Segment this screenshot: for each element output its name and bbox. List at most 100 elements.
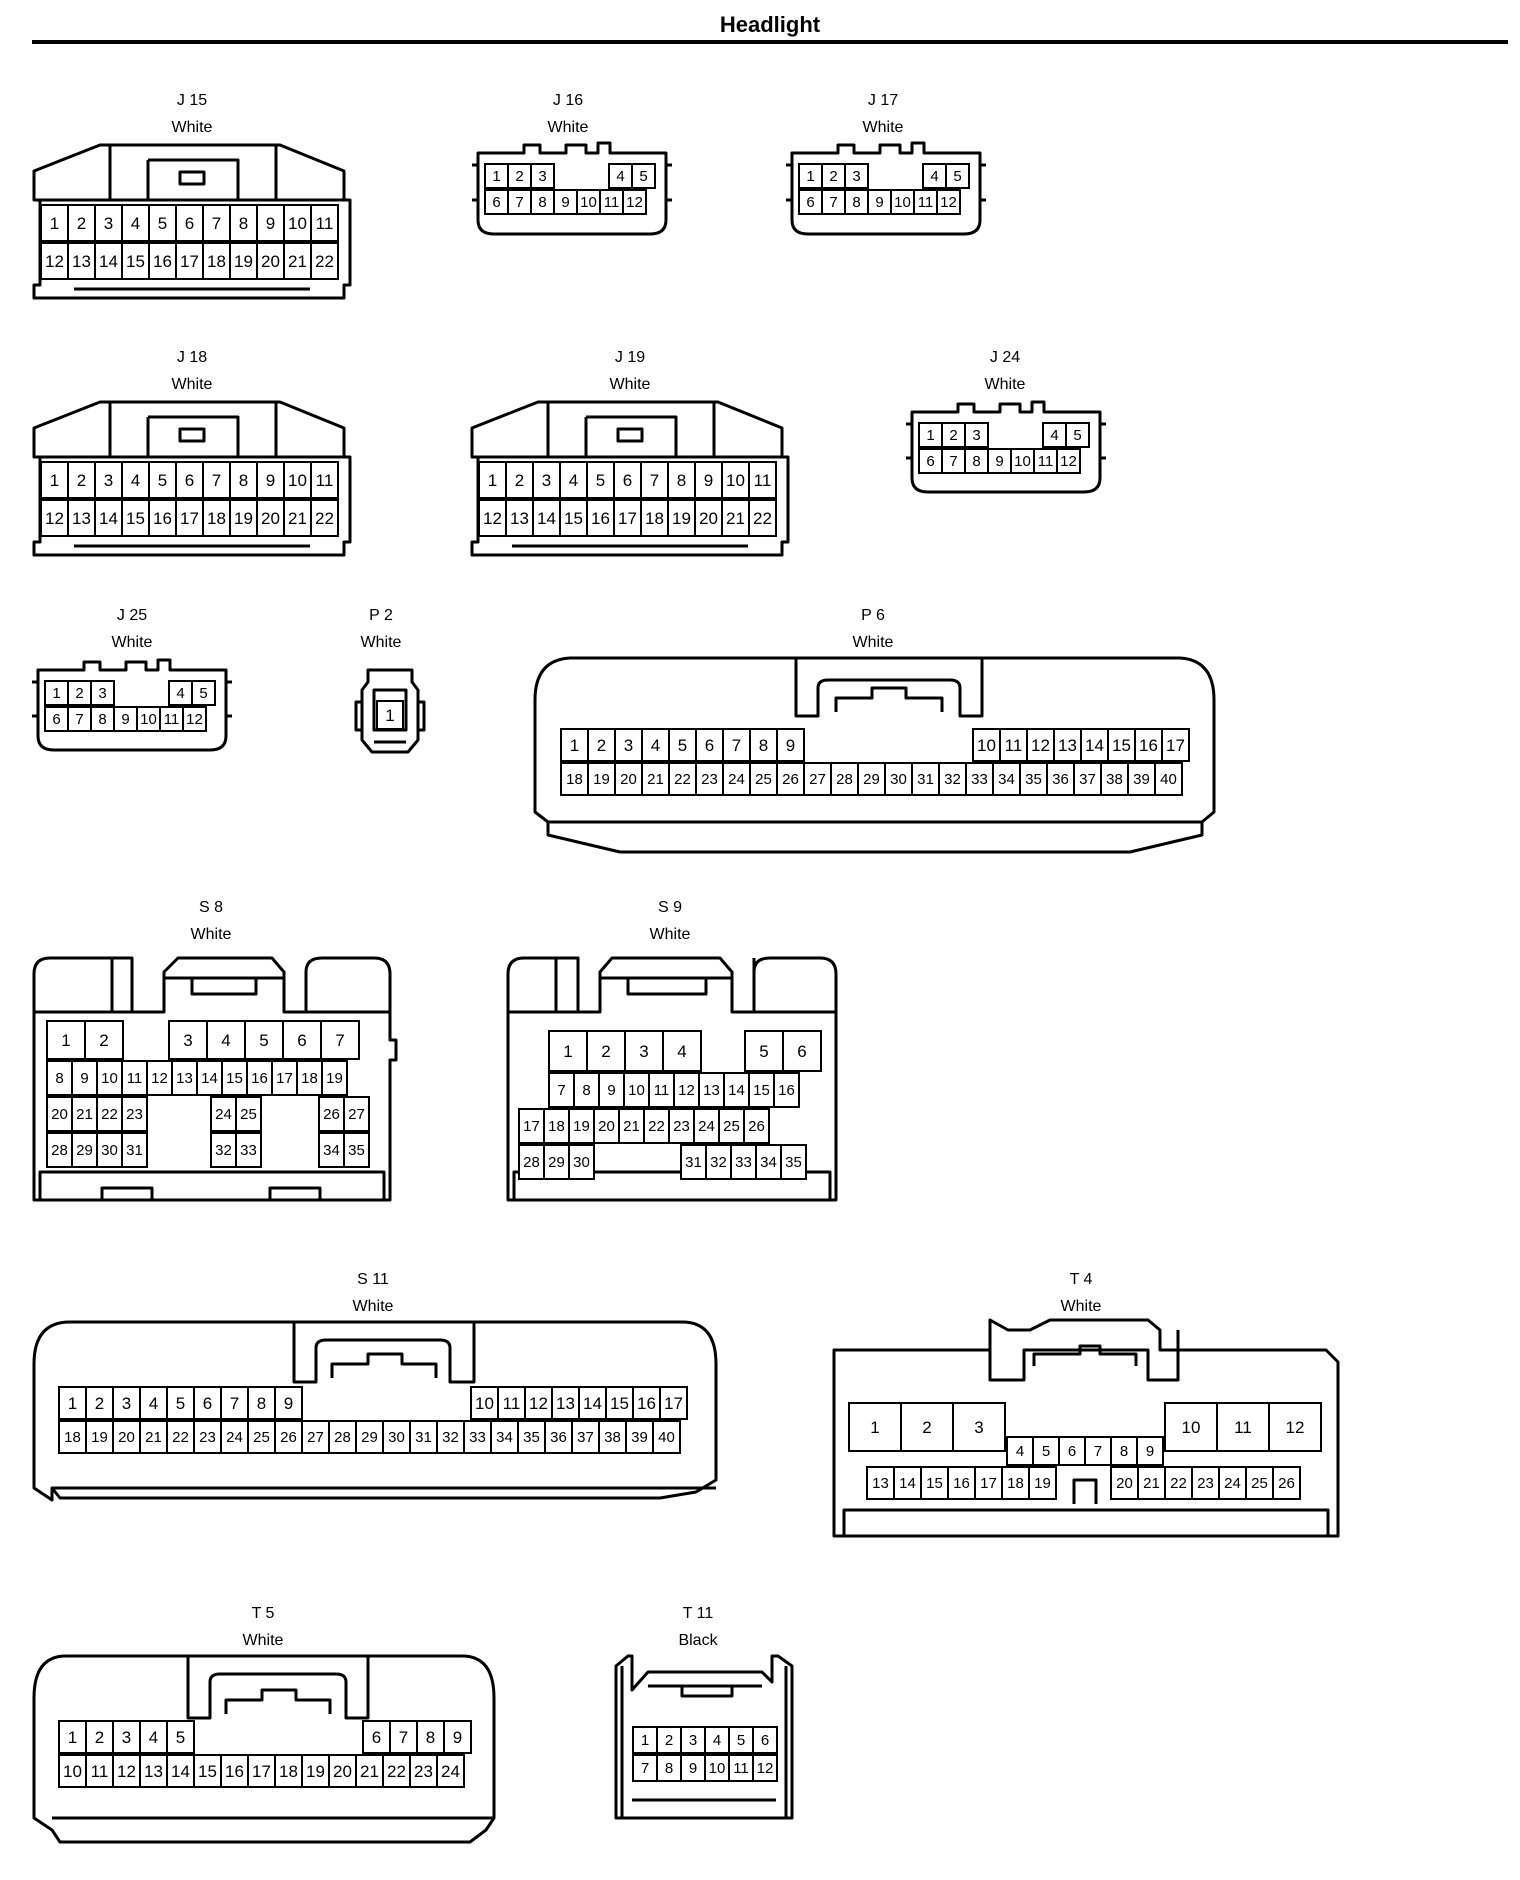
pin-2: 2 xyxy=(586,1030,626,1072)
pin-12: 12 xyxy=(146,1060,173,1096)
connector-id-s9: S 9 xyxy=(657,899,682,916)
pin-9: 9 xyxy=(867,189,892,215)
pin-21: 21 xyxy=(139,1420,168,1454)
pin-18: 18 xyxy=(202,242,231,280)
pin-33: 33 xyxy=(965,762,994,796)
pin-23: 23 xyxy=(121,1096,148,1132)
pin-34: 34 xyxy=(992,762,1021,796)
pin-10: 10 xyxy=(96,1060,123,1096)
pin-14: 14 xyxy=(196,1060,223,1096)
pin-36: 36 xyxy=(1046,762,1075,796)
pin-29: 29 xyxy=(543,1144,570,1180)
pin-34: 34 xyxy=(318,1132,345,1168)
pin-24: 24 xyxy=(436,1754,465,1788)
pin-12: 12 xyxy=(622,189,647,215)
pin-6: 6 xyxy=(798,189,823,215)
connector-id-t5: T 5 xyxy=(251,1605,275,1622)
pin-13: 13 xyxy=(866,1466,895,1500)
pin-16: 16 xyxy=(1134,728,1163,762)
connector-color-j16: White xyxy=(547,119,589,136)
pin-8: 8 xyxy=(229,204,258,242)
pin-11: 11 xyxy=(497,1386,526,1420)
pin-14: 14 xyxy=(723,1072,750,1108)
pin-31: 31 xyxy=(911,762,940,796)
pin-15: 15 xyxy=(121,499,150,537)
pin-16: 16 xyxy=(220,1754,249,1788)
pin-17: 17 xyxy=(247,1754,276,1788)
pin-1: 1 xyxy=(58,1720,87,1754)
pin-22: 22 xyxy=(1164,1466,1193,1500)
pin-23: 23 xyxy=(193,1420,222,1454)
pin-8: 8 xyxy=(964,448,989,474)
connector-id-s11: S 11 xyxy=(357,1271,389,1288)
pin-26: 26 xyxy=(776,762,805,796)
pin-17: 17 xyxy=(659,1386,688,1420)
pin-14: 14 xyxy=(166,1754,195,1788)
pin-6: 6 xyxy=(1058,1436,1086,1466)
pin-4: 4 xyxy=(206,1020,246,1060)
connector-color-t11: Black xyxy=(678,1632,718,1649)
pin-14: 14 xyxy=(94,242,123,280)
pin-8: 8 xyxy=(667,461,696,499)
pin-9: 9 xyxy=(694,461,723,499)
connector-housing-j16 xyxy=(472,141,672,236)
pin-5: 5 xyxy=(1065,422,1090,448)
connector-color-j19: White xyxy=(609,376,651,393)
pin-21: 21 xyxy=(283,242,312,280)
pin-34: 34 xyxy=(490,1420,519,1454)
connector-housing-p2 xyxy=(354,668,426,754)
pin-7: 7 xyxy=(202,204,231,242)
pin-6: 6 xyxy=(782,1030,822,1072)
pin-18: 18 xyxy=(543,1108,570,1144)
pin-4: 4 xyxy=(121,461,150,499)
connector-id-j15: J 15 xyxy=(176,92,208,109)
pin-1: 1 xyxy=(918,422,943,448)
pin-6: 6 xyxy=(484,189,509,215)
pin-14: 14 xyxy=(1080,728,1109,762)
pin-6: 6 xyxy=(193,1386,222,1420)
connector-color-j15: White xyxy=(171,119,213,136)
pin-17: 17 xyxy=(974,1466,1003,1500)
pin-31: 31 xyxy=(409,1420,438,1454)
pin-26: 26 xyxy=(274,1420,303,1454)
pin-24: 24 xyxy=(220,1420,249,1454)
pin-30: 30 xyxy=(568,1144,595,1180)
pin-13: 13 xyxy=(139,1754,168,1788)
pin-7: 7 xyxy=(220,1386,249,1420)
pin-6: 6 xyxy=(175,461,204,499)
pin-14: 14 xyxy=(578,1386,607,1420)
pin-7: 7 xyxy=(632,1754,658,1782)
pin-13: 13 xyxy=(67,242,96,280)
pin-4: 4 xyxy=(704,1726,730,1754)
pin-10: 10 xyxy=(721,461,750,499)
connector-color-j25: White xyxy=(111,634,153,651)
pin-10: 10 xyxy=(576,189,601,215)
connector-id-t11: T 11 xyxy=(682,1605,714,1622)
pin-9: 9 xyxy=(1136,1436,1164,1466)
pin-5: 5 xyxy=(945,163,970,189)
pin-25: 25 xyxy=(749,762,778,796)
pin-19: 19 xyxy=(1028,1466,1057,1500)
pin-2: 2 xyxy=(67,461,96,499)
pin-23: 23 xyxy=(695,762,724,796)
pin-5: 5 xyxy=(631,163,656,189)
pin-34: 34 xyxy=(755,1144,782,1180)
pin-9: 9 xyxy=(680,1754,706,1782)
connector-id-j19: J 19 xyxy=(614,349,646,366)
connector-id-j25: J 25 xyxy=(116,607,148,624)
pin-6: 6 xyxy=(282,1020,322,1060)
pin-8: 8 xyxy=(573,1072,600,1108)
pin-10: 10 xyxy=(136,706,161,732)
pin-28: 28 xyxy=(46,1132,73,1168)
pin-8: 8 xyxy=(247,1386,276,1420)
pin-8: 8 xyxy=(46,1060,73,1096)
pin-2: 2 xyxy=(900,1402,954,1452)
pin-5: 5 xyxy=(148,204,177,242)
pin-10: 10 xyxy=(972,728,1001,762)
pin-40: 40 xyxy=(652,1420,681,1454)
pin-35: 35 xyxy=(343,1132,370,1168)
pin-2: 2 xyxy=(587,728,616,762)
pin-4: 4 xyxy=(168,680,193,706)
connector-color-p6: White xyxy=(852,634,894,651)
pin-14: 14 xyxy=(893,1466,922,1500)
